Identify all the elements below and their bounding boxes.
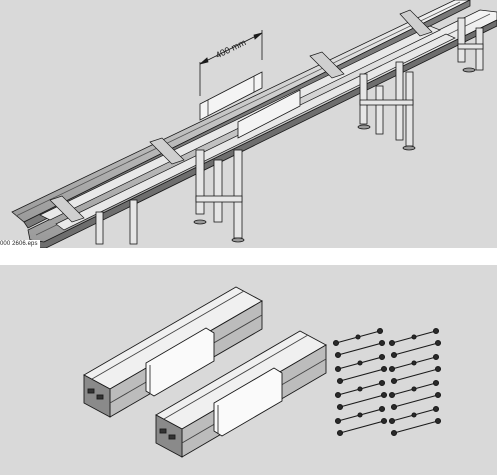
profile-parts-panel [0,265,497,475]
profile-rail-left [83,286,263,418]
fastener-bolt-icon [388,379,442,411]
cross-members [49,9,433,223]
conveyor-frame-drawing: 400 mm [11,0,497,248]
fastener-bolt-icon [334,353,388,385]
dimension-line [199,30,263,96]
fastener-set [332,327,442,437]
leveling-feet [193,67,476,243]
fastener-bolt-icon [334,405,388,437]
fastener-bolt-icon [388,327,442,359]
support-legs [95,17,484,245]
fastener-bolt-icon [388,405,442,437]
fastener-bolt-icon [388,353,442,385]
profile-rail-drawing [83,286,442,458]
fastener-bolt-icon [332,327,386,359]
file-label: 000 2606.eps [0,240,40,248]
dimension-label: 400 mm [214,37,248,60]
fastener-bolt-icon [334,379,388,411]
divider [0,248,497,265]
connector-plates [199,71,301,139]
profile-rail-right [155,330,327,458]
conveyor-frame-panel: 400 mm [0,0,497,248]
